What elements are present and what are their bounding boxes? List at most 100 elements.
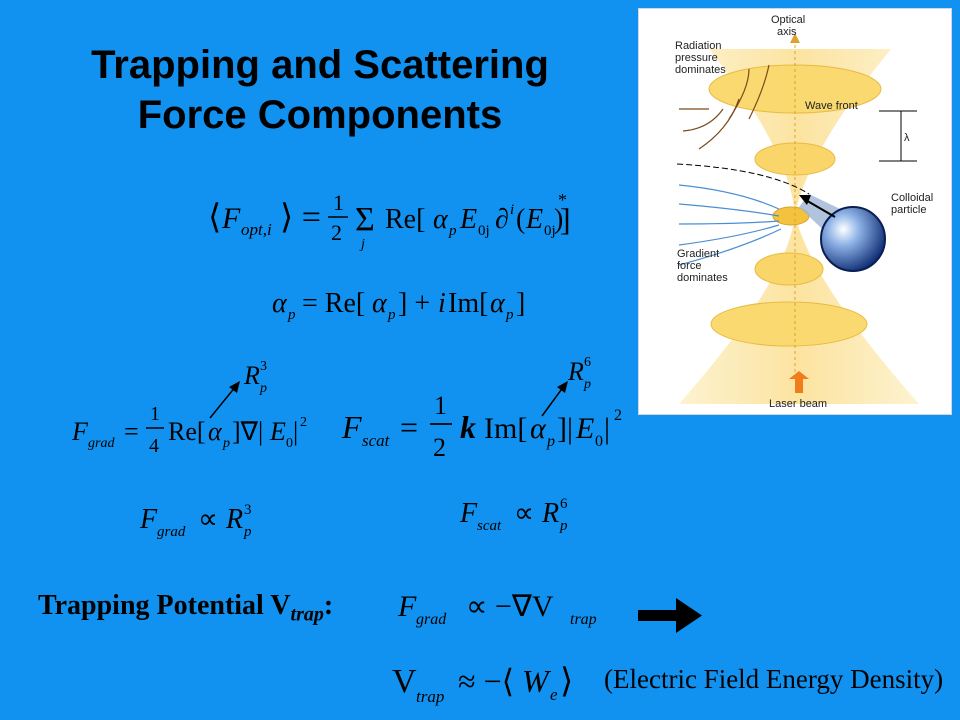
svg-text:⟩ =: ⟩ = (280, 199, 321, 236)
svg-text:p: p (546, 433, 555, 450)
svg-text:E: E (525, 204, 543, 235)
svg-text:trap: trap (416, 687, 444, 706)
particle-trajectory (676, 163, 810, 195)
svg-text:grad: grad (157, 524, 186, 540)
svg-text:∂: ∂ (495, 204, 509, 235)
rp6-svg: R p 6 (541, 355, 591, 417)
svg-text:∝: ∝ (514, 498, 534, 529)
label-gradient-2: force (677, 260, 701, 272)
svg-text:α: α (272, 288, 288, 319)
svg-text:4: 4 (149, 435, 159, 457)
svg-text:p: p (448, 223, 457, 239)
label-colloidal-2: particle (891, 204, 926, 216)
rp6-annotation: R p 6 (520, 350, 610, 428)
scattering-force-svg: F scat = 1 2 k Im[ α p ]| E 0 | 2 (341, 391, 622, 462)
scattering-scaling-svg: F scat ∝ R p 6 (459, 496, 568, 534)
svg-text:F: F (71, 417, 89, 446)
svg-text:⟨: ⟨ (208, 199, 221, 236)
svg-text:3: 3 (260, 359, 267, 374)
svg-text:] +: ] + (398, 288, 430, 319)
svg-text:trap: trap (570, 611, 597, 628)
label-colloidal-1: Colloidal (891, 192, 933, 204)
rp3-svg: R p 3 (209, 359, 267, 419)
gradient-force-equation: F grad = 1 4 Re[ α p ]∇| E 0 | 2 (71, 400, 312, 478)
svg-text:E: E (575, 412, 594, 445)
svg-text:opt,i: opt,i (241, 220, 272, 239)
svg-text:scat: scat (362, 431, 391, 450)
colloidal-particle (820, 206, 886, 272)
svg-text:p: p (259, 381, 267, 396)
optical-trap-figure: Optical axis Radiation pressure dominate… (638, 8, 952, 415)
trapping-potential-colon: : (323, 590, 334, 621)
svg-text:]: ] (560, 201, 571, 237)
svg-text:p: p (243, 524, 252, 540)
scattering-scaling-equation: F scat ∝ R p 6 (459, 492, 600, 550)
gradient-scaling-svg: F grad ∝ R p 3 (139, 502, 252, 540)
svg-text:p: p (583, 377, 591, 392)
svg-text:≈ −⟨: ≈ −⟨ (458, 663, 514, 699)
svg-text:p: p (222, 436, 230, 451)
svg-text:R: R (541, 498, 559, 529)
svg-text:1: 1 (150, 403, 160, 425)
svg-text:∝: ∝ (198, 504, 218, 535)
svg-text:=: = (124, 417, 139, 446)
svg-text:2: 2 (300, 415, 307, 430)
laser-beam-arrow-icon (789, 371, 809, 393)
svg-text:0: 0 (286, 436, 293, 451)
svg-text:Re[: Re[ (168, 417, 206, 446)
svg-text:]|: ]| (557, 412, 573, 445)
trap-relation-svg: F grad ∝ −∇V trap (397, 590, 597, 628)
rp3-annotation: R p 3 (200, 352, 290, 430)
svg-text:*: * (558, 190, 567, 210)
svg-text:p: p (387, 307, 396, 323)
optical-force-equation: ⟨ F opt,i ⟩ = 1 2 Σ j Re[ α p E 0j ∂ i (… (208, 190, 571, 258)
optical-trap-svg: Optical axis Radiation pressure dominate… (675, 14, 933, 410)
svg-text:α: α (208, 417, 223, 446)
optical-force-svg: ⟨ F opt,i ⟩ = 1 2 Σ j Re[ α p E 0j ∂ i (… (208, 190, 571, 252)
svg-text:∝ −∇V: ∝ −∇V (466, 590, 554, 623)
label-gradient-1: Gradient (677, 248, 719, 260)
svg-text:6: 6 (584, 355, 591, 370)
svg-text:scat: scat (477, 518, 502, 534)
label-gradient-3: dominates (677, 272, 728, 284)
polarizability-equation: α p = Re[ α p ] + i Im[ α p ] (272, 284, 542, 332)
gradient-scaling-equation: F grad ∝ R p 3 (139, 498, 280, 556)
svg-text:2: 2 (614, 407, 622, 424)
svg-text:2: 2 (331, 220, 342, 245)
svg-text:R: R (225, 504, 243, 535)
particle-pointer (803, 198, 836, 218)
wavefront-ellipse-5 (710, 301, 868, 347)
energy-density-label: (Electric Field Energy Density) (604, 664, 944, 694)
svg-text:E: E (269, 417, 286, 446)
trap-potential-svg: V trap ≈ −⟨ W e ⟩ (392, 663, 573, 706)
svg-text:α: α (433, 204, 449, 235)
trap-relation-equation: F grad ∝ −∇V trap (397, 584, 618, 642)
slide-title: Trapping and Scattering Force Components (20, 40, 620, 140)
svg-text:i: i (438, 288, 446, 319)
svg-text:|: | (604, 412, 610, 445)
svg-text:⟩: ⟩ (560, 663, 573, 700)
svg-text:V: V (392, 663, 417, 700)
svg-text:]∇|: ]∇| (232, 417, 263, 446)
svg-text:1: 1 (333, 190, 344, 215)
trapping-potential-sub: trap (290, 603, 324, 626)
svg-text:F: F (221, 202, 241, 235)
svg-text:W: W (522, 663, 552, 699)
title-line-1: Trapping and Scattering (91, 43, 549, 87)
label-radiation-1: Radiation (675, 40, 721, 52)
svg-text:= Re[: = Re[ (302, 288, 365, 319)
svg-text:0j: 0j (478, 223, 490, 239)
trapping-potential-label: Trapping Potential Vtrap: (38, 590, 333, 627)
svg-text:1: 1 (434, 391, 447, 420)
svg-text:2: 2 (433, 433, 446, 462)
svg-text:Im[: Im[ (448, 288, 488, 319)
svg-text:F: F (341, 409, 362, 445)
svg-text:p: p (505, 307, 514, 323)
svg-text:3: 3 (244, 502, 252, 518)
radiation-arrows (679, 64, 770, 150)
implies-arrow-icon (638, 598, 702, 638)
scattering-force-equation: F scat = 1 2 k Im[ α p ]| E 0 | 2 (341, 388, 632, 476)
label-laser-beam: Laser beam (769, 398, 827, 410)
svg-text:i: i (510, 202, 514, 218)
svg-text:R: R (243, 361, 260, 390)
